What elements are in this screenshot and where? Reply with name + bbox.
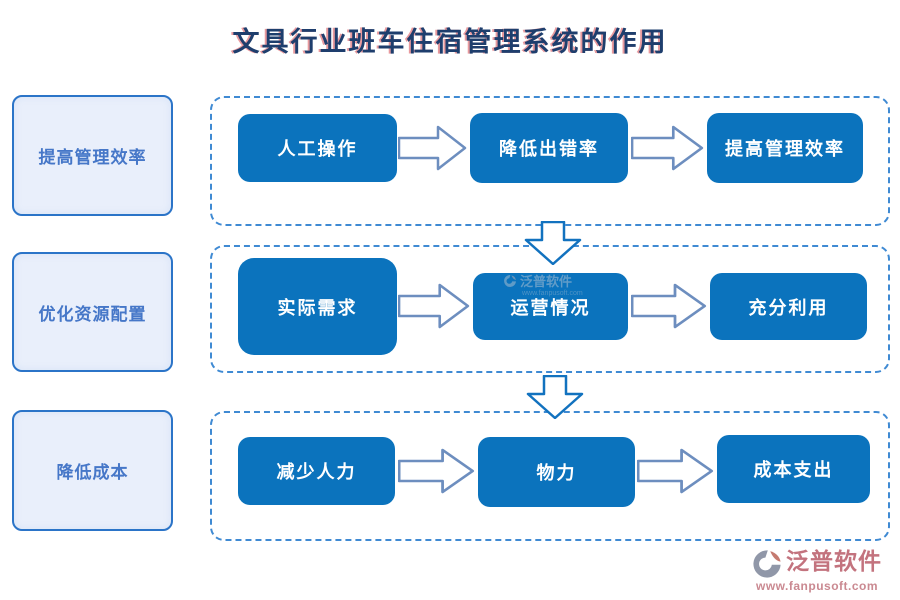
flow-step: 运营情况 [473, 273, 628, 340]
flow-step-label: 实际需求 [277, 297, 358, 318]
arrow-down-icon [526, 375, 584, 419]
category-label: 降低成本 [56, 463, 129, 482]
arrow-right-icon [398, 125, 467, 171]
watermark-url: www.fanpusoft.com [522, 290, 583, 297]
category-label: 提高管理效率 [38, 148, 147, 167]
arrow-right-icon [637, 448, 714, 494]
flow-step: 实际需求 [238, 258, 397, 355]
category-box-efficiency: 提高管理效率 [12, 95, 173, 216]
category-label: 优化资源配置 [38, 304, 147, 324]
category-box-cost: 降低成本 [12, 410, 173, 531]
flow-step-label: 降低出错率 [499, 139, 599, 159]
footer-brand: 泛普软件 www.fanpusoft.com [750, 548, 895, 593]
flow-step-label: 减少人力 [276, 462, 357, 482]
brand-logo-icon [753, 550, 781, 578]
category-box-resource: 优化资源配置 [12, 252, 173, 372]
brand-logo-icon [504, 274, 516, 287]
flow-step-label: 成本支出 [753, 460, 834, 480]
flow-step-label: 人工操作 [277, 139, 358, 159]
flow-step-label: 提高管理效率 [725, 139, 845, 159]
watermark-brand: 泛普软件 [520, 274, 573, 289]
watermark: 泛普软件 www.fanpusoft.com [503, 271, 618, 297]
arrow-right-icon [631, 283, 707, 329]
flow-step: 成本支出 [717, 435, 870, 503]
flow-step: 提高管理效率 [707, 113, 863, 183]
arrow-down-icon [524, 221, 582, 265]
flow-step: 降低出错率 [470, 113, 628, 183]
brand-url: www.fanpusoft.com [756, 579, 879, 593]
arrow-right-icon [398, 448, 475, 494]
arrow-right-icon [398, 283, 470, 329]
flow-step-label: 物力 [536, 463, 577, 483]
brand-name: 泛普软件 [786, 549, 882, 574]
page-title: 文具行业班车住宿管理系统的作用 [232, 27, 668, 57]
flow-step: 物力 [478, 437, 635, 507]
flow-step: 人工操作 [238, 114, 397, 182]
flow-step-label: 运营情况 [510, 297, 591, 318]
flow-step-label: 充分利用 [748, 297, 829, 318]
arrow-right-icon [631, 125, 704, 171]
flow-step: 减少人力 [238, 437, 395, 505]
flow-step: 充分利用 [710, 273, 867, 340]
